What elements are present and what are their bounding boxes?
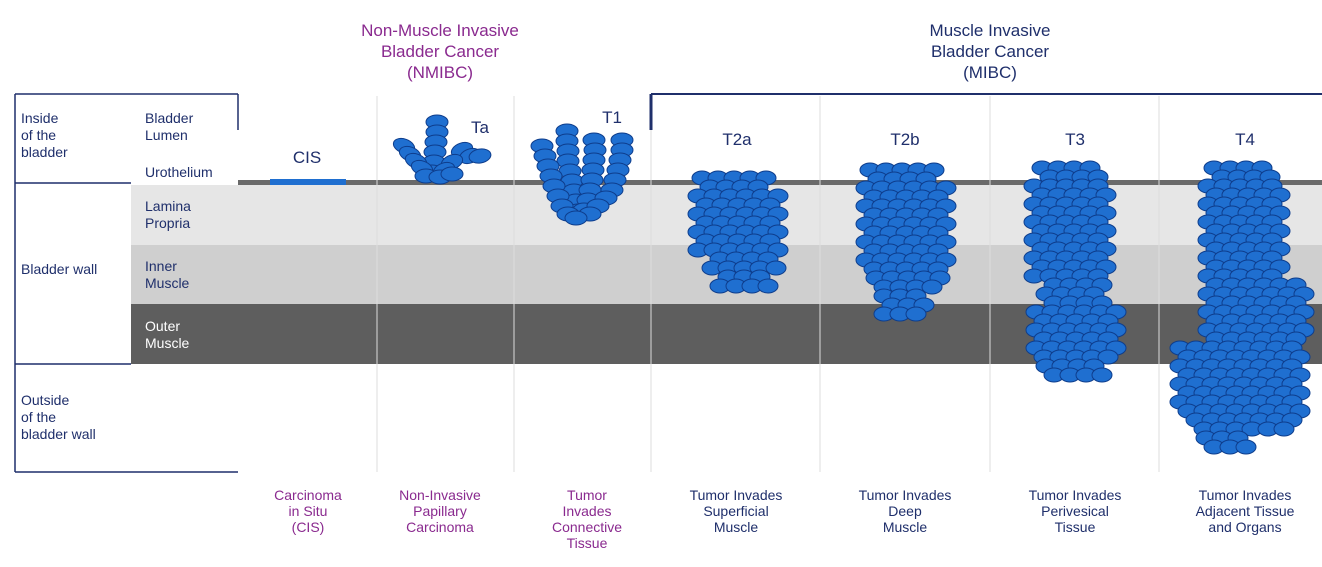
stage-desc-ta-line1: Non-Invasive — [372, 487, 508, 503]
t3-tumor — [1024, 161, 1126, 382]
stage-label-t4: T4 — [1215, 130, 1275, 150]
stage-desc-t3: Tumor Invades Perivesical Tissue — [1007, 487, 1143, 535]
stage-label-t3: T3 — [1045, 130, 1105, 150]
tumor-cell — [922, 280, 942, 294]
region-outside-label: Outside of the bladder wall — [21, 392, 96, 443]
layer-lamina-line2: Propria — [145, 215, 191, 232]
layer-lumen-line2: Lumen — [145, 127, 193, 144]
stage-desc-t2a: Tumor Invades Superficial Muscle — [668, 487, 804, 535]
layer-lumen-label: Bladder Lumen — [145, 110, 193, 144]
stage-desc-cis: Carcinoma in Situ (CIS) — [240, 487, 376, 535]
region-outside-line1: Outside — [21, 392, 96, 409]
stage-desc-t1-line3: Connective — [519, 519, 655, 535]
tumor-cell — [758, 279, 778, 293]
layer-inner-muscle-label: Inner Muscle — [145, 258, 189, 292]
layer-urothelium-text: Urothelium — [145, 164, 213, 181]
stage-desc-t1-line2: Invades — [519, 503, 655, 519]
layer-inner-line1: Inner — [145, 258, 189, 275]
stage-desc-ta: Non-Invasive Papillary Carcinoma — [372, 487, 508, 535]
mibc-header-line3: (MIBC) — [840, 62, 1140, 83]
stage-desc-t1-line4: Tissue — [519, 535, 655, 551]
tumor-cell — [766, 261, 786, 275]
stage-label-ta: Ta — [450, 118, 510, 138]
stage-desc-t3-line3: Tissue — [1007, 519, 1143, 535]
tumor-cell — [565, 211, 587, 225]
nmibc-header: Non-Muscle Invasive Bladder Cancer (NMIB… — [290, 20, 590, 83]
stage-desc-cis-line2: in Situ — [240, 503, 376, 519]
region-outside-line2: of the — [21, 409, 96, 426]
stage-label-t2b: T2b — [875, 130, 935, 150]
tumor-cell — [1236, 440, 1256, 454]
region-wall-label: Bladder wall — [21, 261, 97, 278]
tumor-cell — [906, 307, 926, 321]
stage-desc-t4-line3: and Organs — [1177, 519, 1313, 535]
nmibc-header-line3: (NMIBC) — [290, 62, 590, 83]
stage-desc-t2b-line3: Muscle — [837, 519, 973, 535]
stage-label-cis: CIS — [277, 148, 337, 168]
stage-desc-t2a-line2: Superficial — [668, 503, 804, 519]
layer-inner-line2: Muscle — [145, 275, 189, 292]
layer-lumen-line1: Bladder — [145, 110, 193, 127]
layer-urothelium-label: Urothelium — [145, 164, 213, 181]
t4-tumor — [1170, 161, 1314, 454]
region-inside-line3: bladder — [21, 144, 68, 161]
layer-outer-line2: Muscle — [145, 335, 189, 352]
stage-desc-ta-line2: Papillary — [372, 503, 508, 519]
stage-desc-ta-line3: Carcinoma — [372, 519, 508, 535]
stage-desc-t1-line1: Tumor — [519, 487, 655, 503]
layer-outer-muscle-label: Outer Muscle — [145, 318, 189, 352]
stage-desc-t2a-line3: Muscle — [668, 519, 804, 535]
stage-desc-cis-line3: (CIS) — [240, 519, 376, 535]
nmibc-header-line1: Non-Muscle Invasive — [290, 20, 590, 41]
region-inside-line1: Inside — [21, 110, 68, 127]
t1-tumor — [531, 124, 633, 225]
tumor-cell — [1274, 422, 1294, 436]
region-wall-text: Bladder wall — [21, 261, 97, 278]
stage-label-t2a: T2a — [707, 130, 767, 150]
stage-desc-t3-line2: Perivesical — [1007, 503, 1143, 519]
mibc-header-line1: Muscle Invasive — [840, 20, 1140, 41]
stage-desc-t2b-line1: Tumor Invades — [837, 487, 973, 503]
stage-desc-t4: Tumor Invades Adjacent Tissue and Organs — [1177, 487, 1313, 535]
region-outside-line3: bladder wall — [21, 426, 96, 443]
layer-outer-line1: Outer — [145, 318, 189, 335]
mibc-header: Muscle Invasive Bladder Cancer (MIBC) — [840, 20, 1140, 83]
t2a-tumor — [688, 171, 788, 293]
stage-desc-t3-line1: Tumor Invades — [1007, 487, 1143, 503]
tumor-cell — [441, 167, 463, 181]
t2b-tumor — [856, 163, 956, 321]
region-inside-label: Inside of the bladder — [21, 110, 68, 161]
stage-desc-t4-line1: Tumor Invades — [1177, 487, 1313, 503]
stage-desc-t2b: Tumor Invades Deep Muscle — [837, 487, 973, 535]
tumor-cell — [1092, 368, 1112, 382]
stage-desc-t2b-line2: Deep — [837, 503, 973, 519]
mibc-header-line2: Bladder Cancer — [840, 41, 1140, 62]
nmibc-header-line2: Bladder Cancer — [290, 41, 590, 62]
stage-desc-t1: Tumor Invades Connective Tissue — [519, 487, 655, 551]
stage-desc-cis-line1: Carcinoma — [240, 487, 376, 503]
stage-desc-t2a-line1: Tumor Invades — [668, 487, 804, 503]
region-inside-line2: of the — [21, 127, 68, 144]
layer-lamina-label: Lamina Propria — [145, 198, 191, 232]
layer-lamina-line1: Lamina — [145, 198, 191, 215]
stage-desc-t4-line2: Adjacent Tissue — [1177, 503, 1313, 519]
stage-label-t1: T1 — [582, 108, 642, 128]
